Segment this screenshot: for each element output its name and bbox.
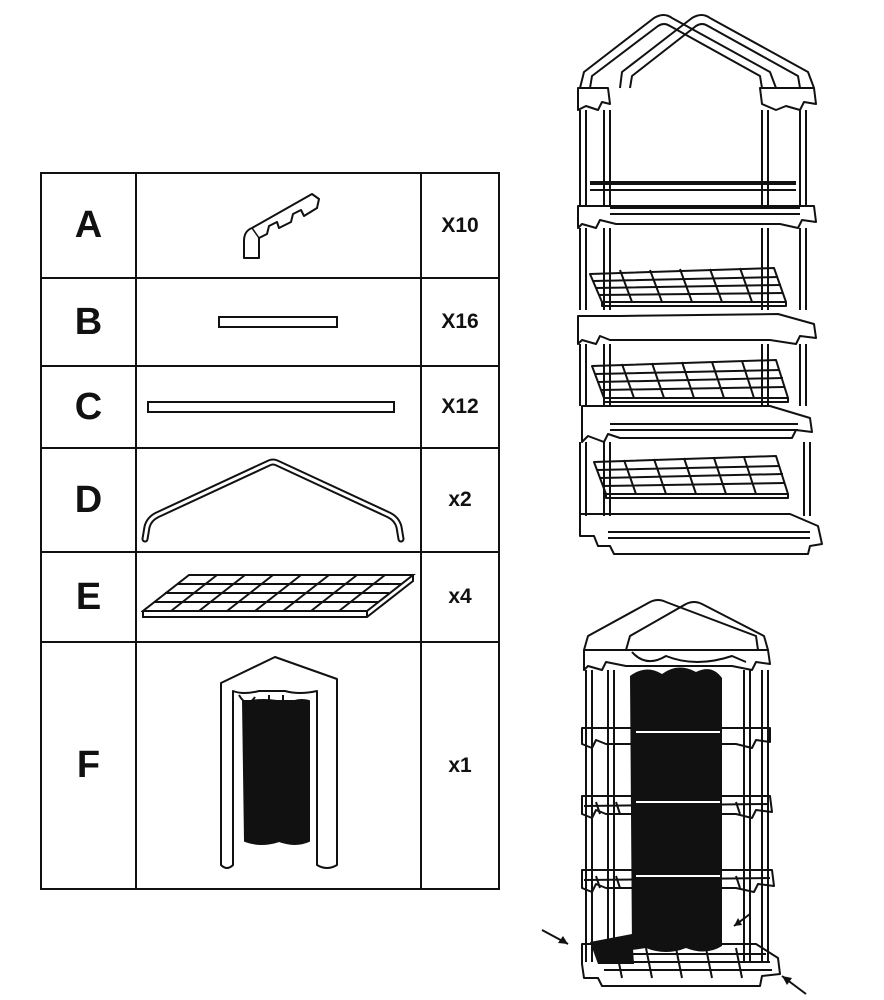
part-row-a: A X10 bbox=[40, 172, 500, 279]
part-letter: E bbox=[40, 551, 137, 643]
long-tube-icon bbox=[135, 365, 422, 449]
wire-shelf-icon bbox=[135, 551, 422, 643]
greenhouse-cover-icon bbox=[135, 641, 422, 890]
part-row-e: E x4 bbox=[40, 551, 500, 643]
part-letter: D bbox=[40, 447, 137, 553]
part-row-b: B X16 bbox=[40, 277, 500, 367]
part-quantity: x2 bbox=[420, 447, 500, 553]
covered-greenhouse-drawing bbox=[541, 599, 807, 995]
part-quantity: x1 bbox=[420, 641, 500, 890]
corner-connector-icon bbox=[135, 172, 422, 279]
part-quantity: X10 bbox=[420, 172, 500, 279]
part-letter: C bbox=[40, 365, 137, 449]
part-letter: B bbox=[40, 277, 137, 367]
part-letter: F bbox=[40, 641, 137, 890]
parts-list-table: A X10 B X16 C X12 D bbox=[40, 172, 500, 890]
assembled-frame-drawing bbox=[577, 14, 823, 555]
part-row-f: F x1 bbox=[40, 641, 500, 890]
part-letter: A bbox=[40, 172, 137, 279]
part-row-c: C X12 bbox=[40, 365, 500, 449]
part-quantity: x4 bbox=[420, 551, 500, 643]
short-tube-icon bbox=[135, 277, 422, 367]
part-quantity: X16 bbox=[420, 277, 500, 367]
part-quantity: X12 bbox=[420, 365, 500, 449]
roof-arch-icon bbox=[135, 447, 422, 553]
part-row-d: D x2 bbox=[40, 447, 500, 553]
